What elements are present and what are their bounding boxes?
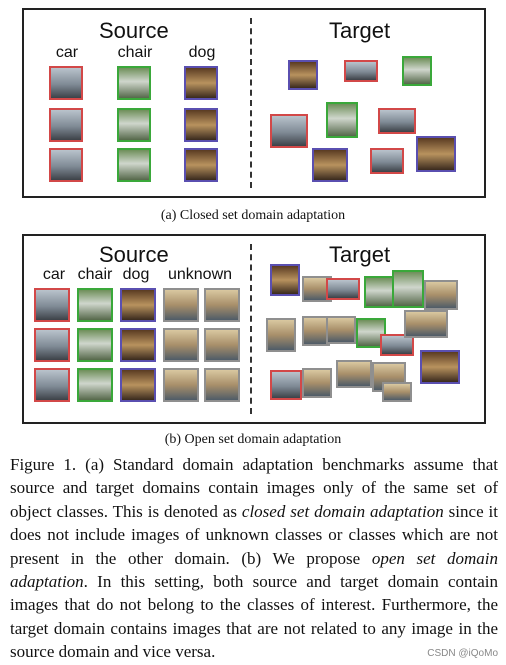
figure-label: Figure 1. xyxy=(10,455,77,474)
unknown-image xyxy=(336,360,372,388)
unknown-image xyxy=(204,368,240,402)
unknown-image xyxy=(302,368,332,398)
chair-image xyxy=(77,328,113,362)
chair-image xyxy=(117,148,151,182)
dog-image xyxy=(184,148,218,182)
dog-image xyxy=(416,136,456,172)
class-label-car: car xyxy=(42,266,66,283)
car-image xyxy=(270,114,308,148)
unknown-image xyxy=(424,280,458,310)
car-image xyxy=(344,60,378,82)
car-image xyxy=(49,66,83,100)
unknown-image xyxy=(302,316,330,346)
target-title: Target xyxy=(329,18,391,43)
class-label-dog: dog xyxy=(122,266,150,283)
dog-image xyxy=(312,148,348,182)
car-image xyxy=(270,370,302,400)
car-image xyxy=(378,108,416,134)
unknown-image xyxy=(204,328,240,362)
unknown-image xyxy=(382,382,412,402)
chair-image xyxy=(117,108,151,142)
figure-caption: Figure 1. (a) Standard domain adaptation… xyxy=(10,455,498,662)
unknown-image xyxy=(163,288,199,322)
class-label-car: car xyxy=(55,44,79,61)
unknown-image xyxy=(404,310,448,338)
car-image xyxy=(34,288,70,322)
chair-image xyxy=(77,368,113,402)
car-image xyxy=(34,328,70,362)
unknown-image xyxy=(163,328,199,362)
unknown-image xyxy=(163,368,199,402)
car-image xyxy=(326,278,360,300)
class-label-dog: dog xyxy=(188,44,216,61)
open-set-panel: Source Target car chair dog unknown xyxy=(22,234,486,424)
car-image xyxy=(370,148,404,174)
domain-divider xyxy=(250,18,252,188)
domain-divider xyxy=(250,244,252,414)
car-image xyxy=(49,148,83,182)
dog-image xyxy=(120,368,156,402)
chair-image xyxy=(326,102,358,138)
panel-a-caption: (a) Closed set domain adaptation xyxy=(160,208,346,223)
car-image xyxy=(380,334,414,356)
chair-image xyxy=(392,270,424,308)
class-label-chair: chair xyxy=(117,44,153,61)
unknown-image xyxy=(204,288,240,322)
dog-image xyxy=(420,350,460,384)
car-image xyxy=(34,368,70,402)
target-title: Target xyxy=(329,242,391,267)
dog-image xyxy=(184,108,218,142)
class-label-unknown: unknown xyxy=(167,266,233,283)
source-title: Source xyxy=(99,18,169,43)
chair-image xyxy=(364,276,394,308)
closed-set-panel: Source Target car chair dog xyxy=(22,8,486,198)
chair-image xyxy=(77,288,113,322)
unknown-image xyxy=(266,318,296,352)
car-image xyxy=(49,108,83,142)
class-label-chair: chair xyxy=(77,266,113,283)
dog-image xyxy=(288,60,318,90)
dog-image xyxy=(120,288,156,322)
dog-image xyxy=(120,328,156,362)
chair-image xyxy=(117,66,151,100)
watermark: CSDN @iQoMo xyxy=(427,648,498,659)
chair-image xyxy=(402,56,432,86)
panel-b-caption: (b) Open set domain adaptation xyxy=(164,432,342,447)
dog-image xyxy=(270,264,300,296)
source-title: Source xyxy=(99,242,169,267)
unknown-image xyxy=(326,316,356,344)
dog-image xyxy=(184,66,218,100)
